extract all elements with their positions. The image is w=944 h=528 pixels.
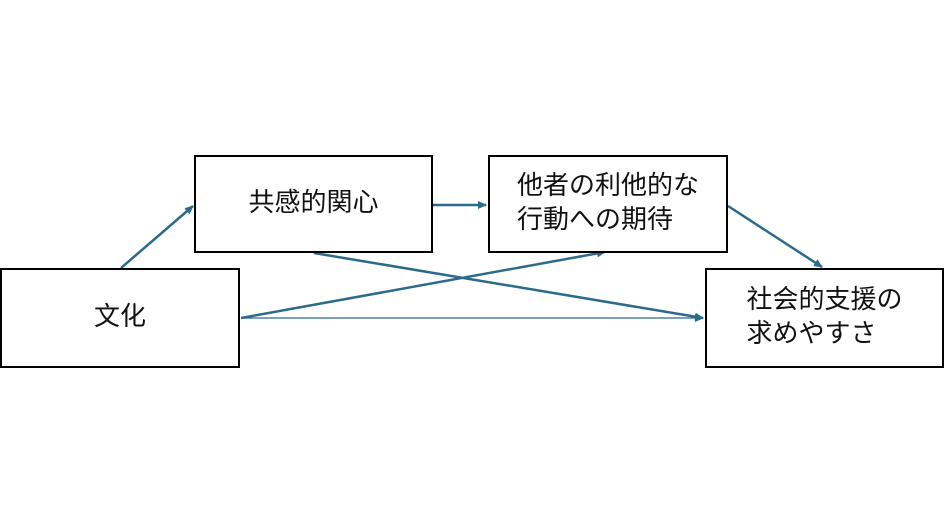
node-expectation: 他者の利他的な 行動への期待	[488, 155, 728, 253]
node-label: 他者の利他的な 行動への期待	[516, 171, 699, 235]
node-culture: 文化	[0, 268, 240, 368]
node-label: 共感的関心	[248, 188, 379, 219]
arrow-expectation-to-support-seeking	[727, 204, 823, 269]
node-label: 社会的支援の 求めやすさ	[746, 285, 903, 349]
arrow-culture-to-expectation	[240, 249, 606, 320]
arrow-culture-to-empathic-concern	[120, 205, 194, 269]
node-label: 文化	[93, 302, 146, 333]
node-support-seeking: 社会的支援の 求めやすさ	[705, 268, 944, 368]
arrow-empathic-concern-to-support-seeking	[313, 251, 704, 321]
node-empathic-concern: 共感的関心	[194, 155, 433, 253]
